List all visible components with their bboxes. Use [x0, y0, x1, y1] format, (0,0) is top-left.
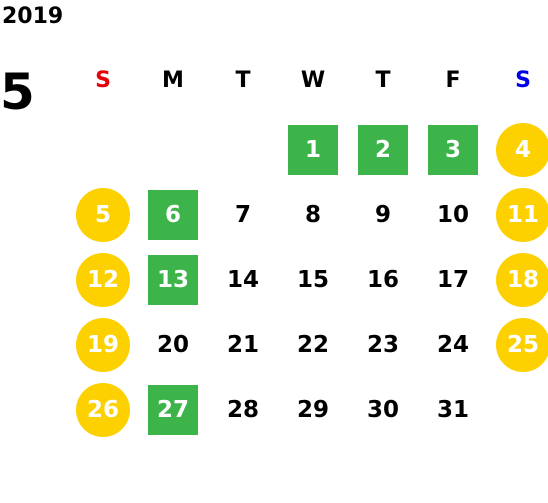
day-cell: 28 — [208, 385, 278, 450]
day-cell: 25 — [488, 318, 548, 385]
calendar-day[interactable]: 8 — [304, 202, 321, 228]
day-cell — [68, 125, 138, 190]
holiday-day[interactable]: 6 — [148, 190, 198, 240]
week-row: 12 13 14 15 16 17 18 — [68, 253, 548, 320]
weekend-day[interactable]: 26 — [76, 383, 130, 437]
holiday-day[interactable]: 13 — [148, 255, 198, 305]
day-cell — [488, 385, 548, 450]
day-cell: 12 — [68, 253, 138, 320]
day-cell: 19 — [68, 318, 138, 385]
calendar-day[interactable]: 29 — [296, 397, 329, 423]
day-cell: 21 — [208, 320, 278, 385]
holiday-day[interactable]: 3 — [428, 125, 478, 175]
weekday-header-row: S M T W T F S — [68, 60, 548, 100]
day-cell: 30 — [348, 385, 418, 450]
day-cell: 31 — [418, 385, 488, 450]
weekday-monday: M — [162, 67, 184, 93]
calendar-day[interactable]: 22 — [296, 332, 329, 358]
weekend-day[interactable]: 4 — [496, 123, 548, 177]
day-cell — [208, 125, 278, 190]
calendar-day[interactable]: 17 — [436, 267, 469, 293]
weekday-sunday: S — [95, 67, 111, 93]
day-cell: 2 — [348, 125, 418, 190]
calendar-day[interactable]: 24 — [436, 332, 469, 358]
weekday-thursday: T — [375, 67, 391, 93]
calendar-day[interactable]: 15 — [296, 267, 329, 293]
day-cell: 22 — [278, 320, 348, 385]
calendar-day[interactable]: 20 — [156, 332, 189, 358]
weekend-day[interactable]: 19 — [76, 318, 130, 372]
day-cell: 24 — [418, 320, 488, 385]
holiday-day[interactable]: 27 — [148, 385, 198, 435]
calendar-day[interactable]: 16 — [366, 267, 399, 293]
weekday-saturday: S — [515, 67, 531, 93]
weekend-day[interactable]: 25 — [496, 318, 548, 372]
weekend-day[interactable]: 11 — [496, 188, 548, 242]
holiday-day[interactable]: 2 — [358, 125, 408, 175]
day-cell: 4 — [488, 123, 548, 190]
calendar-day[interactable]: 14 — [226, 267, 259, 293]
weekend-day[interactable]: 18 — [496, 253, 548, 307]
day-cell: 27 — [138, 385, 208, 450]
calendar-day[interactable]: 21 — [226, 332, 259, 358]
weekday-tuesday: T — [235, 67, 251, 93]
day-cell: 14 — [208, 255, 278, 320]
day-cell: 11 — [488, 188, 548, 255]
calendar-year: 2019 — [2, 4, 64, 29]
weekend-day[interactable]: 5 — [76, 188, 130, 242]
calendar-day[interactable]: 7 — [234, 202, 251, 228]
weekday-friday: F — [445, 67, 461, 93]
day-cell: 18 — [488, 253, 548, 320]
day-cell: 3 — [418, 125, 488, 190]
day-cell: 15 — [278, 255, 348, 320]
day-cell: 8 — [278, 190, 348, 255]
day-cell: 23 — [348, 320, 418, 385]
holiday-day[interactable]: 1 — [288, 125, 338, 175]
day-cell: 17 — [418, 255, 488, 320]
calendar-day[interactable]: 30 — [366, 397, 399, 423]
day-cell: 20 — [138, 320, 208, 385]
day-cell: 26 — [68, 383, 138, 450]
calendar-day[interactable]: 28 — [226, 397, 259, 423]
day-cell: 10 — [418, 190, 488, 255]
week-row: 19 20 21 22 23 24 25 — [68, 318, 548, 385]
weekend-day[interactable]: 12 — [76, 253, 130, 307]
weekday-wednesday: W — [300, 67, 326, 93]
day-cell: 13 — [138, 255, 208, 320]
calendar-day[interactable]: 9 — [374, 202, 391, 228]
calendar-day[interactable]: 23 — [366, 332, 399, 358]
calendar-day[interactable]: 10 — [436, 202, 469, 228]
day-cell: 5 — [68, 188, 138, 255]
week-row: 26 27 28 29 30 31 — [68, 383, 548, 450]
calendar-month: 5 — [0, 63, 35, 121]
day-cell: 7 — [208, 190, 278, 255]
calendar-day[interactable]: 31 — [436, 397, 469, 423]
day-cell — [138, 125, 208, 190]
day-cell: 29 — [278, 385, 348, 450]
day-cell: 1 — [278, 125, 348, 190]
day-cell: 16 — [348, 255, 418, 320]
day-cell: 9 — [348, 190, 418, 255]
day-cell: 6 — [138, 190, 208, 255]
